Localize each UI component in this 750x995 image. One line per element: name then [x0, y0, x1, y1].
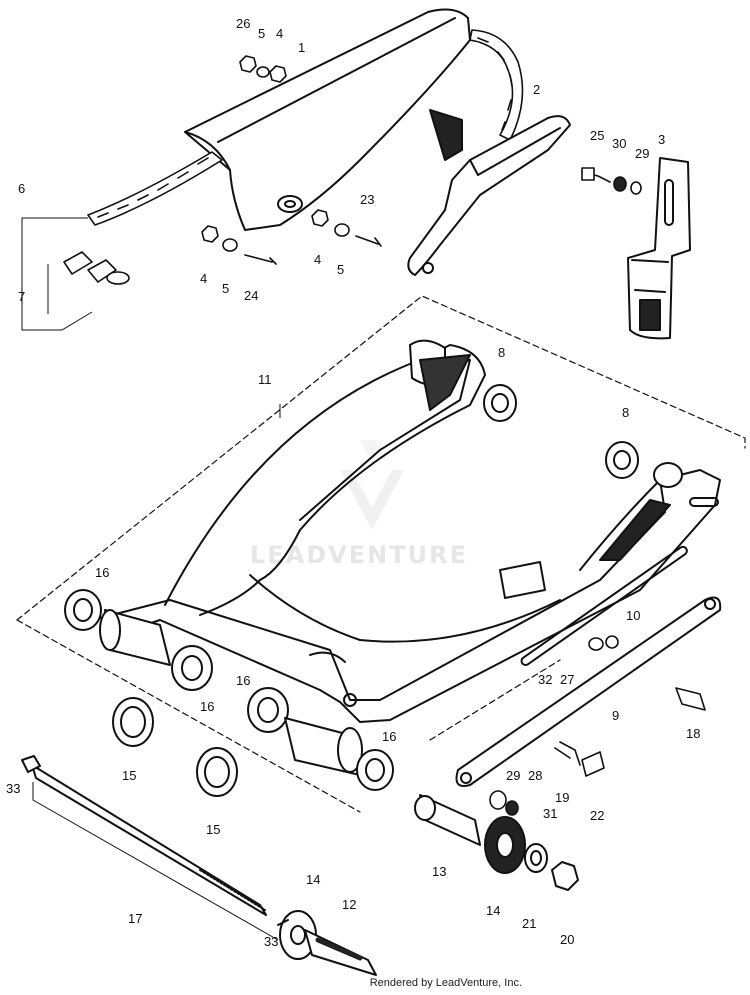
- watermark-text: LEADVENTURE: [250, 541, 468, 569]
- callout-21: 21: [522, 916, 536, 931]
- render-credit: Rendered by LeadVenture, Inc.: [369, 977, 522, 989]
- callout-16a: 16: [95, 565, 109, 580]
- pivot-bolt: [21, 755, 267, 916]
- axle-sleeve: [277, 910, 377, 976]
- callout-25: 25: [590, 128, 604, 143]
- callout-32: 32: [538, 672, 552, 687]
- callout-10: 10: [626, 608, 640, 623]
- chain-adjuster-plate: [484, 816, 526, 874]
- callout-14b: 14: [486, 903, 500, 918]
- callout-22: 22: [590, 808, 604, 823]
- callout-12: 12: [342, 897, 356, 912]
- callout-4a: 4: [276, 26, 283, 41]
- rear-collar: [414, 794, 481, 846]
- callout-15a: 15: [122, 768, 136, 783]
- callout-20: 20: [560, 932, 574, 947]
- callout-7: 7: [18, 289, 25, 304]
- callout-8b: 8: [622, 405, 629, 420]
- callout-30: 30: [612, 136, 626, 151]
- callout-33b: 33: [264, 934, 278, 949]
- callout-1: 1: [298, 40, 305, 55]
- callout-27: 27: [560, 672, 574, 687]
- chain-guard-bracket: [627, 157, 691, 340]
- callout-numbers: 26 5 4 1 2 25 30 29 3 6 7 23 4 5 24 4 5 …: [6, 16, 700, 949]
- assembly-outline: [16, 295, 746, 813]
- callout-5c: 5: [337, 262, 344, 277]
- callout-29b: 29: [506, 768, 520, 783]
- leader-lines: [21, 217, 281, 941]
- callout-18: 18: [686, 726, 700, 741]
- torque-link-fasteners: [489, 635, 706, 816]
- callout-16d: 16: [382, 729, 396, 744]
- callout-19: 19: [555, 790, 569, 805]
- watermark-logo: [340, 440, 404, 530]
- callout-26: 26: [236, 16, 250, 31]
- callout-29a: 29: [635, 146, 649, 161]
- callout-31: 31: [543, 806, 557, 821]
- callout-28: 28: [528, 768, 542, 783]
- callout-23: 23: [360, 192, 374, 207]
- dust-seals: [112, 697, 238, 797]
- drive-chain: [87, 29, 524, 226]
- upper-bushings: [483, 384, 639, 479]
- callout-8a: 8: [498, 345, 505, 360]
- callout-16c: 16: [236, 673, 250, 688]
- callout-4b: 4: [200, 271, 207, 286]
- top-fasteners: [201, 55, 642, 265]
- callout-9: 9: [612, 708, 619, 723]
- swing-arm: [99, 339, 721, 723]
- callout-2: 2: [533, 82, 540, 97]
- master-link: [63, 251, 130, 285]
- callout-11: 11: [258, 372, 272, 387]
- callout-13: 13: [432, 864, 446, 879]
- callout-6: 6: [18, 181, 25, 196]
- callout-24: 24: [244, 288, 258, 303]
- chain-guard: [407, 115, 571, 276]
- callout-33a: 33: [6, 781, 20, 796]
- callout-5a: 5: [258, 26, 265, 41]
- callout-15b: 15: [206, 822, 220, 837]
- callout-14a: 14: [306, 872, 320, 887]
- chain-case: [184, 8, 471, 231]
- callout-5b: 5: [222, 281, 229, 296]
- pivot-bushings: [64, 589, 394, 791]
- callout-3: 3: [658, 132, 665, 147]
- torque-link: [455, 545, 722, 787]
- callout-4c: 4: [314, 252, 321, 267]
- washer-and-nut: [524, 843, 579, 891]
- callout-16b: 16: [200, 699, 214, 714]
- callout-17: 17: [128, 911, 142, 926]
